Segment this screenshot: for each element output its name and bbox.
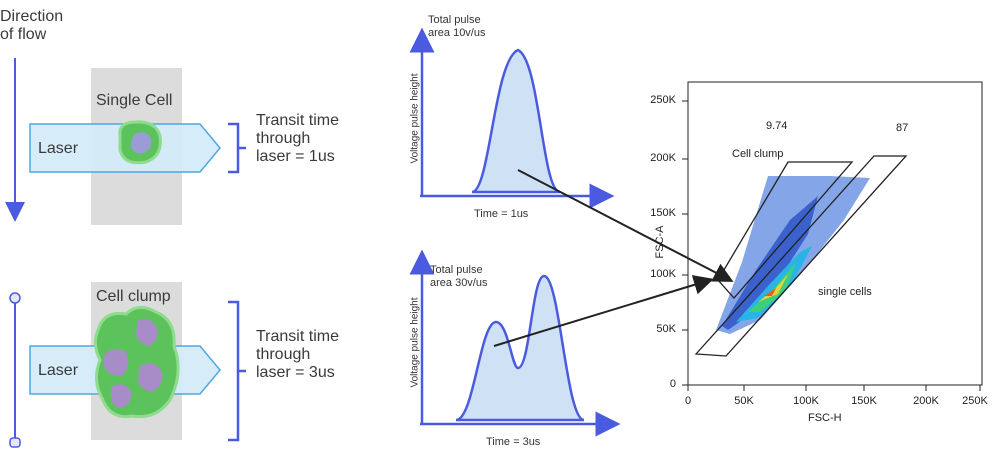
- pulse-top-area-line2: area 10v/us: [428, 27, 486, 39]
- arrow-single-to-scatter: [517, 169, 734, 282]
- laser-label-single: Laser: [38, 140, 79, 157]
- scatter-y-label: FSC-A: [654, 225, 666, 259]
- single-cell-label: Single Cell: [96, 92, 173, 109]
- gate-clump-value: 9.74: [766, 120, 788, 132]
- transit-single-line2: through: [256, 130, 311, 147]
- gate-single-value: 87: [896, 122, 909, 134]
- transit-text-single: Transit time through laser = 1us: [256, 112, 339, 166]
- scatter-density-cloud: [716, 176, 870, 334]
- pulse-bottom-x-label: Time = 3us: [486, 436, 541, 448]
- pulse-top-y-label: Voltage pulse height: [409, 73, 421, 164]
- clump-nucleus-1: [136, 318, 158, 346]
- pulse-top-curve: [471, 48, 561, 194]
- direction-label-line2: of flow: [0, 26, 47, 43]
- gate-clump-label: Cell clump: [732, 148, 784, 160]
- clump-nucleus-4: [110, 384, 132, 408]
- clump-nucleus-3: [138, 363, 163, 392]
- y-tick-label-0: 0: [669, 378, 676, 390]
- x-tick-label-3: 150K: [851, 395, 877, 407]
- single-cell-nucleus: [131, 132, 152, 154]
- pulse-bottom-area-line2: area 30v/us: [430, 277, 488, 289]
- gate-cell-clump: [717, 161, 854, 299]
- pulse-top-area-label: Total pulse area 10v/us: [428, 14, 485, 40]
- transit-clump-line3: laser = 3us: [256, 364, 335, 381]
- direction-label: Direction of flow: [0, 8, 110, 44]
- x-tick-label-5: 250K: [962, 395, 988, 407]
- cell-clump-label: Cell clump: [96, 288, 171, 305]
- flow-arrow-bottom-end: [9, 437, 21, 448]
- pulse-bottom-y-label: Voltage pulse height: [409, 297, 421, 388]
- transit-single-line3: laser = 1us: [256, 148, 335, 165]
- gate-single-cells: [694, 155, 908, 357]
- pulse-bottom-area-label: Total pulse area 30v/us: [430, 264, 487, 290]
- transit-bracket-single: [228, 122, 246, 174]
- transit-clump-line1: Transit time: [256, 328, 339, 345]
- transit-text-clump: Transit time through laser = 3us: [256, 328, 339, 382]
- y-tick-label-2: 100K: [650, 268, 676, 280]
- scatter-x-label: FSC-H: [808, 412, 842, 424]
- pulse-bottom-area-line1: Total pulse: [430, 264, 483, 276]
- scatter-plot-frame: [687, 81, 983, 386]
- laser-label-clump: Laser: [38, 362, 79, 379]
- y-tick-label-5: 250K: [650, 94, 676, 106]
- y-tick-label-4: 200K: [650, 152, 676, 164]
- pulse-bottom-curve: [455, 274, 585, 422]
- y-tick-label-1: 50K: [656, 323, 676, 335]
- flow-arrow-bottom-start: [9, 292, 21, 304]
- single-cells-label: single cells: [818, 286, 872, 298]
- pulse-top-x-label: Time = 1us: [474, 208, 529, 220]
- clump-nucleus-2: [104, 348, 129, 376]
- x-tick-label-0: 0: [684, 395, 692, 407]
- direction-label-line1: Direction: [0, 8, 64, 25]
- transit-single-line1: Transit time: [256, 112, 339, 129]
- x-tick-label-4: 200K: [913, 395, 939, 407]
- transit-bracket-clump: [228, 300, 246, 442]
- arrow-clump-to-scatter: [493, 275, 714, 347]
- y-tick-label-3: 150K: [650, 207, 676, 219]
- pulse-top-area-line1: Total pulse: [428, 14, 481, 26]
- x-tick-label-2: 100K: [793, 395, 819, 407]
- x-tick-label-1: 50K: [734, 395, 754, 407]
- transit-clump-line2: through: [256, 346, 311, 363]
